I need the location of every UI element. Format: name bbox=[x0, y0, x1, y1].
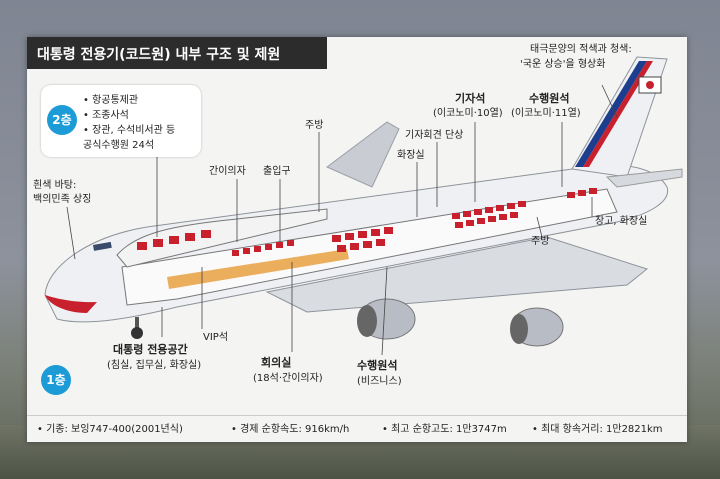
label-vip: VIP석 bbox=[203, 332, 229, 343]
label-staff-business-sub: (비즈니스) bbox=[357, 376, 402, 387]
seat bbox=[153, 239, 163, 247]
seat bbox=[518, 201, 526, 207]
label-staff-business: 수행원석 bbox=[357, 359, 398, 372]
seat bbox=[474, 209, 482, 215]
deck2-item: • 장관, 수석비서관 등 bbox=[83, 125, 176, 136]
tail-blue-stripe bbox=[575, 61, 647, 167]
deck2-item: • 항공통제관 bbox=[83, 95, 139, 106]
seat bbox=[185, 233, 195, 241]
seat bbox=[276, 242, 283, 248]
label-president-space-sub: (침실, 집무실, 화장실) bbox=[107, 360, 202, 371]
business-seats bbox=[332, 227, 393, 252]
seat bbox=[265, 244, 272, 250]
label-tail-note-1: 태극문양의 적색과 청색: bbox=[530, 44, 632, 55]
far-wing bbox=[326, 121, 400, 188]
seat bbox=[345, 233, 354, 240]
seat bbox=[358, 231, 367, 238]
seat bbox=[499, 214, 507, 220]
seat bbox=[452, 213, 460, 219]
floor-strip bbox=[167, 249, 349, 289]
spec-range: • 최대 항속거리: 1만2821km bbox=[532, 424, 663, 435]
seat bbox=[254, 246, 261, 252]
upper-deck bbox=[116, 208, 328, 268]
seat bbox=[496, 205, 504, 211]
label-press-seat-sub: (이코노미·10열) bbox=[433, 108, 503, 119]
seat bbox=[169, 236, 179, 244]
seat bbox=[337, 245, 346, 252]
seat bbox=[287, 240, 294, 246]
label-entrance: 출입구 bbox=[263, 166, 291, 177]
deck2-item: • 조종사석 bbox=[83, 110, 129, 121]
label-conference: 회의실 bbox=[261, 356, 292, 369]
seat bbox=[567, 192, 575, 198]
seat bbox=[376, 239, 385, 246]
label-storage-toilet: 창고, 화장실 bbox=[595, 216, 648, 227]
seat bbox=[510, 212, 518, 218]
seat bbox=[137, 242, 147, 250]
label-press-seat: 기자석 bbox=[455, 92, 486, 105]
seat bbox=[589, 188, 597, 194]
label-president-space: 대통령 전용공간 bbox=[113, 343, 188, 356]
seat bbox=[332, 235, 341, 242]
page-title: 대통령 전용기(코드원) 내부 구조 및 제원 bbox=[37, 47, 281, 63]
seat bbox=[485, 207, 493, 213]
seat bbox=[455, 222, 463, 228]
upper-deck-seats bbox=[137, 230, 211, 250]
spec-footer: • 기종: 보잉747-400(2001년식) • 경제 순항속도: 916km… bbox=[27, 415, 687, 438]
label-toilet: 화장실 bbox=[397, 150, 425, 161]
label-tail-note-2: '국운 상승'을 형상화 bbox=[520, 59, 606, 70]
seat bbox=[232, 250, 239, 256]
economy-seats bbox=[452, 188, 597, 228]
seat bbox=[363, 241, 372, 248]
leader-lines bbox=[66, 84, 618, 356]
label-kitchen-top: 주방 bbox=[305, 120, 324, 131]
spec-altitude: • 최고 순항고도: 1만3747m bbox=[382, 424, 507, 435]
label-staff-seat-sub: (이코노미·11열) bbox=[511, 108, 581, 119]
seat bbox=[201, 230, 211, 238]
near-wing bbox=[265, 236, 649, 313]
label-white-bg-2: 백의민족 상징 bbox=[33, 194, 92, 205]
seat bbox=[477, 218, 485, 224]
label-kitchen-bottom: 주방 bbox=[531, 236, 550, 247]
airplane-illustration bbox=[44, 56, 683, 356]
deck2-legend: 2층 • 항공통제관 • 조종사석 • 장관, 수석비서관 등 공식수행원 24… bbox=[41, 85, 201, 157]
horizontal-stabilizer bbox=[605, 168, 683, 188]
seat bbox=[350, 243, 359, 250]
seat bbox=[384, 227, 393, 234]
seat bbox=[243, 248, 250, 254]
infographic-panel: 대통령 전용기(코드원) 내부 구조 및 제원 bbox=[27, 37, 687, 442]
label-conference-sub: (18석·간이의자) bbox=[253, 373, 323, 384]
spec-model: • 기종: 보잉747-400(2001년식) bbox=[37, 424, 183, 435]
spec-speed: • 경제 순항속도: 916km/h bbox=[231, 424, 350, 435]
seat bbox=[463, 211, 471, 217]
seat bbox=[578, 190, 586, 196]
deck2-badge: 2층 bbox=[47, 105, 77, 135]
title-bar: 대통령 전용기(코드원) 내부 구조 및 제원 bbox=[27, 37, 327, 69]
label-simple-seat: 간이의자 bbox=[209, 166, 246, 177]
conference-seats bbox=[232, 240, 294, 256]
tail-red-stripe bbox=[583, 61, 653, 167]
label-white-bg-1: 흰색 바탕: bbox=[33, 180, 77, 191]
nose-red bbox=[45, 295, 97, 313]
seat bbox=[371, 229, 380, 236]
deck1-badge: 1층 bbox=[41, 365, 71, 395]
seat bbox=[488, 216, 496, 222]
deck2-item: 공식수행원 24석 bbox=[83, 140, 155, 151]
seat bbox=[466, 220, 474, 226]
seat bbox=[507, 203, 515, 209]
label-staff-seat: 수행원석 bbox=[529, 92, 570, 105]
label-press-podium: 기자회견 단상 bbox=[405, 130, 464, 141]
